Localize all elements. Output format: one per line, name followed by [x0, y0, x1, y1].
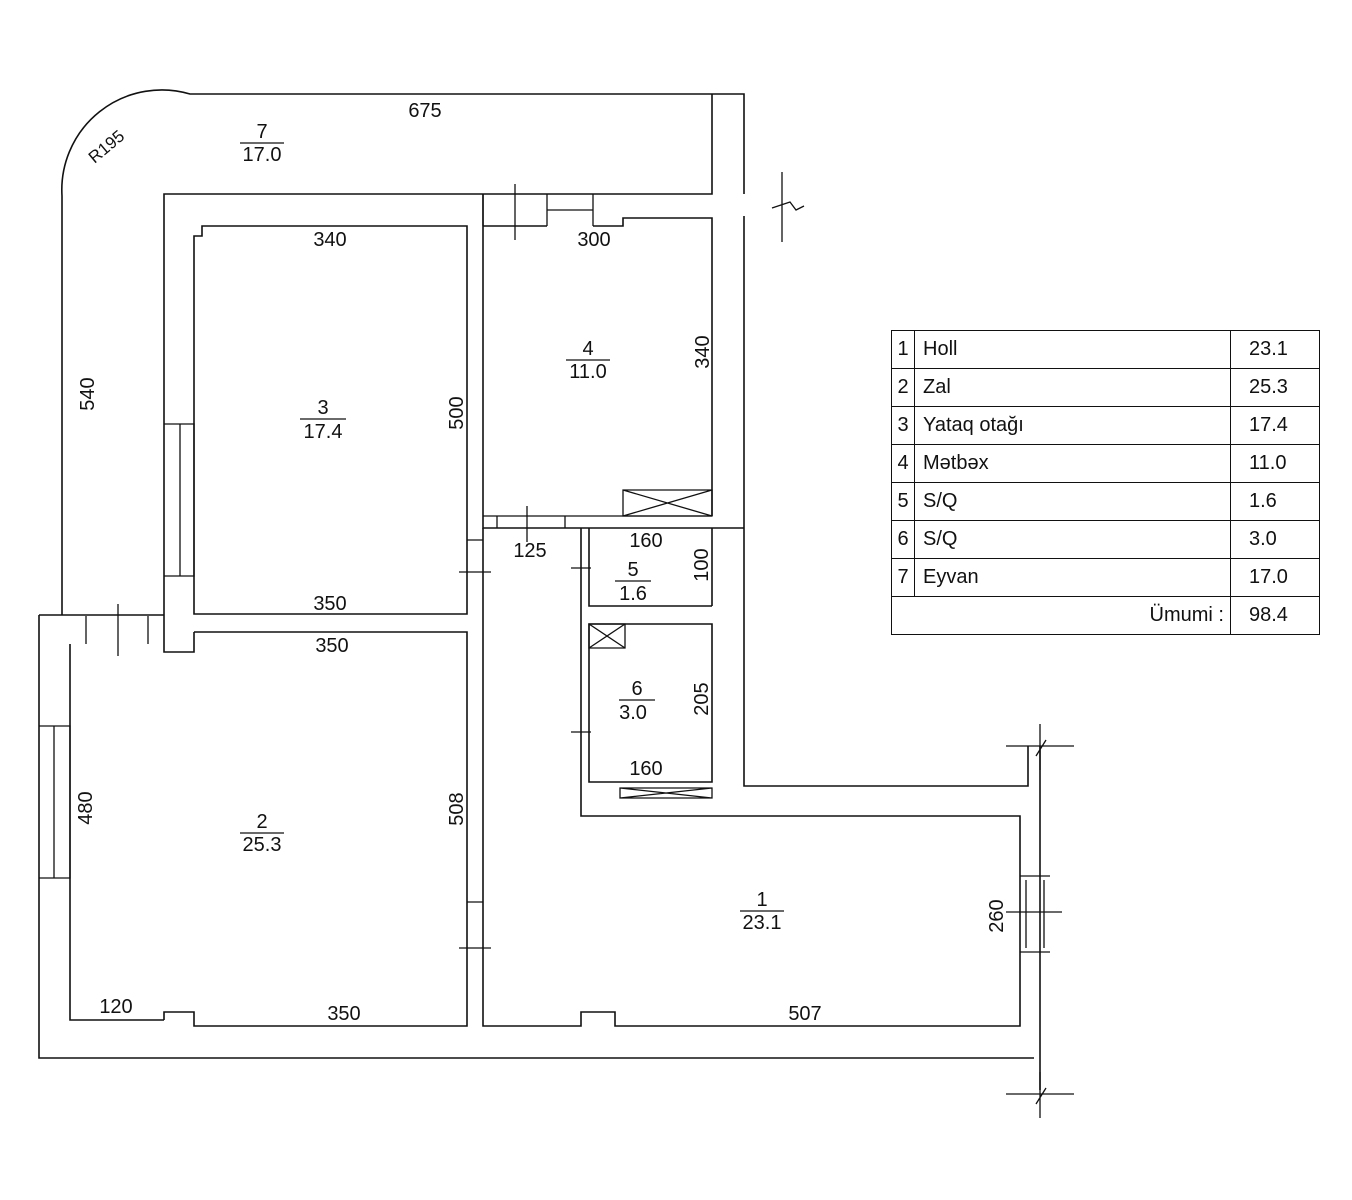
- total-row: Ümumi : 98.4: [891, 596, 1320, 635]
- bathroom-walls: [482, 528, 1029, 1027]
- room-number: 5: [891, 482, 915, 521]
- table-row: 5 S/Q 1.6: [891, 482, 1320, 521]
- svg-text:2: 2: [256, 811, 267, 833]
- dim-wc6-height: 205: [691, 682, 713, 715]
- room-area: 1.6: [1230, 482, 1320, 521]
- room-number: 3: [891, 406, 915, 445]
- room-name: S/Q: [914, 520, 1231, 559]
- dim-wc5-height: 100: [691, 548, 713, 581]
- room-number: 6: [891, 520, 915, 559]
- table-row: 6 S/Q 3.0: [891, 520, 1320, 559]
- room-number: 1: [891, 330, 915, 369]
- svg-text:3.0: 3.0: [619, 702, 647, 724]
- dim-corridor-width: 125: [513, 540, 546, 562]
- svg-text:23.1: 23.1: [743, 912, 782, 934]
- total-value: 98.4: [1230, 596, 1320, 635]
- svg-text:11.0: 11.0: [569, 361, 606, 383]
- room-5-label: 5 1.6: [615, 559, 651, 605]
- bedroom-walls: [163, 225, 468, 653]
- table-row: 1 Holl 23.1: [891, 330, 1320, 369]
- room-area: 3.0: [1230, 520, 1320, 559]
- room-number: 2: [891, 368, 915, 407]
- svg-text:17.4: 17.4: [304, 421, 343, 443]
- svg-text:1.6: 1.6: [619, 583, 647, 605]
- dim-balcony-height: 540: [77, 377, 99, 410]
- balcony-walls: [61, 89, 805, 615]
- dim-bedroom-bottom: 350: [313, 593, 346, 615]
- room-4-label: 4 11.0: [566, 338, 610, 383]
- dim-balcony-radius: R195: [85, 126, 128, 167]
- dim-bedroom-side: 500: [446, 396, 468, 429]
- room-6-label: 6 3.0: [619, 678, 655, 724]
- room-area: 17.0: [1230, 558, 1320, 597]
- svg-text:6: 6: [631, 678, 642, 700]
- living-walls: [163, 539, 491, 1027]
- svg-text:1: 1: [756, 889, 767, 911]
- svg-text:5: 5: [627, 559, 638, 581]
- dim-living-bottom-left: 120: [99, 996, 132, 1018]
- room-name: Holl: [914, 330, 1231, 369]
- dim-bedroom-top: 340: [313, 229, 346, 251]
- room-number: 7: [891, 558, 915, 597]
- room-number: 4: [891, 444, 915, 483]
- dim-living-bottom: 350: [327, 1003, 360, 1025]
- room-area: 23.1: [1230, 330, 1320, 369]
- dim-hall-bottom: 507: [788, 1003, 821, 1025]
- room-area-table: 1 Holl 23.1 2 Zal 25.3 3 Yataq otağı 17.…: [891, 330, 1320, 635]
- room-1-label: 1 23.1: [740, 889, 784, 934]
- svg-text:7: 7: [256, 121, 267, 143]
- room-area: 25.3: [1230, 368, 1320, 407]
- room-name: Zal: [914, 368, 1231, 407]
- table-row: 3 Yataq otağı 17.4: [891, 406, 1320, 445]
- svg-text:4: 4: [582, 338, 593, 360]
- table-row: 7 Eyvan 17.0: [891, 558, 1320, 597]
- room-area: 11.0: [1230, 444, 1320, 483]
- svg-text:25.3: 25.3: [243, 834, 282, 856]
- outer-walls: [38, 604, 1074, 1118]
- room-name: S/Q: [914, 482, 1231, 521]
- room-area: 17.4: [1230, 406, 1320, 445]
- dim-living-side: 480: [75, 791, 97, 824]
- room-name: Mətbəx: [914, 444, 1231, 483]
- room-2-label: 2 25.3: [240, 811, 284, 856]
- dim-wc6-width: 160: [629, 758, 662, 780]
- dim-wc5-width: 160: [629, 530, 662, 552]
- room-3-label: 3 17.4: [300, 397, 346, 443]
- room-name: Eyvan: [914, 558, 1231, 597]
- dim-hall-side: 260: [986, 899, 1008, 932]
- svg-text:3: 3: [317, 397, 328, 419]
- room-7-label: 7 17.0: [240, 121, 284, 166]
- dim-hall-living-top: 350: [315, 635, 348, 657]
- room-name: Yataq otağı: [914, 406, 1231, 445]
- svg-text:17.0: 17.0: [243, 144, 282, 166]
- dim-kitchen-top: 300: [577, 229, 610, 251]
- table-row: 2 Zal 25.3: [891, 368, 1320, 407]
- dim-kitchen-side: 340: [692, 335, 714, 368]
- table-row: 4 Mətbəx 11.0: [891, 444, 1320, 483]
- dim-living-side-right: 508: [446, 792, 468, 825]
- total-label: Ümumi :: [891, 596, 1231, 635]
- dim-balcony-length: 675: [408, 100, 441, 122]
